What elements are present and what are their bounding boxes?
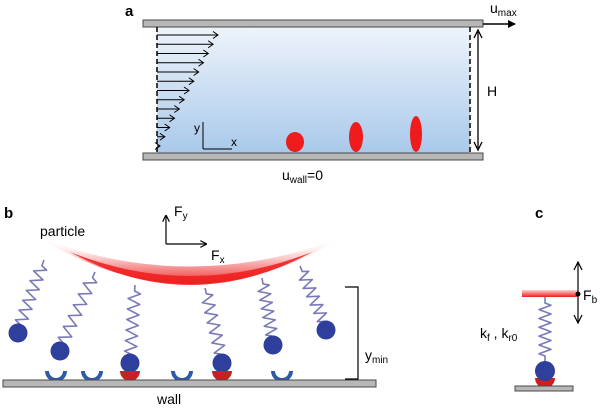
uwall-label: uwall=0	[282, 167, 323, 186]
free-receptor	[271, 370, 293, 382]
spring	[201, 287, 226, 361]
velocity-arrowhead	[178, 95, 186, 104]
spring	[57, 271, 98, 349]
fx-label: Fx	[211, 247, 225, 266]
particle-sphere	[286, 132, 304, 152]
umax-label: umax	[490, 0, 517, 19]
panel-a-label: a	[125, 3, 134, 20]
fb-arrow-bottom	[573, 314, 583, 325]
velocity-arrowhead	[164, 123, 171, 132]
free-receptor	[171, 370, 193, 382]
spring	[257, 277, 278, 343]
ligand-ball	[212, 353, 232, 373]
velocity-profile	[154, 31, 219, 150]
velocity-arrowhead	[174, 105, 181, 113]
bound-receptor	[120, 371, 140, 381]
panel-c: c Fb kf , kr0	[480, 205, 598, 392]
spring	[123, 284, 142, 361]
height-arrow-bottom	[473, 141, 483, 152]
top-plate	[142, 19, 484, 28]
wall-plate	[2, 379, 377, 388]
velocity-arrowhead	[203, 49, 210, 58]
spring	[538, 297, 552, 362]
velocity-arrowhead	[193, 68, 200, 76]
height-arrow-top	[473, 28, 483, 39]
panel-b-label: b	[4, 205, 13, 222]
panel-c-label: c	[535, 205, 543, 222]
ligand-ball	[263, 335, 283, 355]
particle-spheroid-long	[410, 116, 422, 152]
fb-arrow-top	[573, 260, 583, 271]
ligand-ball	[120, 353, 140, 373]
height-label: H	[487, 83, 497, 99]
fluid-channel	[157, 27, 470, 153]
ligand-ball	[8, 323, 28, 343]
ligand-ball	[50, 341, 70, 361]
fb-label: Fb	[583, 287, 598, 306]
ymin-label: ymin	[365, 347, 388, 366]
axis-x-label: x	[231, 135, 237, 149]
spring	[298, 265, 328, 328]
ymin-bracket	[345, 286, 359, 380]
springs-group	[8, 259, 336, 373]
bottom-plate	[142, 152, 484, 161]
particle-spheroid-medium	[349, 122, 363, 152]
velocity-arrowhead	[212, 31, 219, 39]
velocity-arrowhead	[183, 86, 190, 95]
particle-label: particle	[40, 223, 85, 239]
velocity-arrowhead	[198, 58, 205, 67]
panel-a: a umax H y x uwall=0	[125, 0, 517, 186]
particle-body	[70, 252, 312, 285]
panel-b: b particle Fy Fx wall ymin	[2, 203, 388, 407]
spring-c	[538, 297, 552, 362]
free-receptor	[45, 370, 67, 382]
ligand-ball-c	[535, 361, 555, 381]
velocity-arrowhead	[188, 77, 195, 86]
velocity-arrowhead	[159, 132, 166, 141]
free-receptor	[81, 370, 103, 382]
ligand-ball	[316, 320, 336, 340]
axis-y-label: y	[194, 121, 200, 135]
fy-label: Fy	[174, 203, 188, 222]
velocity-arrowhead	[154, 142, 161, 150]
wall-plate-c	[514, 385, 574, 392]
particle-bar	[522, 290, 577, 297]
spring-constants-label: kf , kr0	[480, 325, 518, 344]
bound-receptor	[212, 371, 232, 381]
wall-label: wall	[156, 391, 181, 407]
velocity-arrowhead	[169, 114, 176, 123]
fb-pivot	[575, 291, 581, 297]
velocity-arrowhead	[207, 40, 215, 49]
spring	[14, 259, 48, 331]
